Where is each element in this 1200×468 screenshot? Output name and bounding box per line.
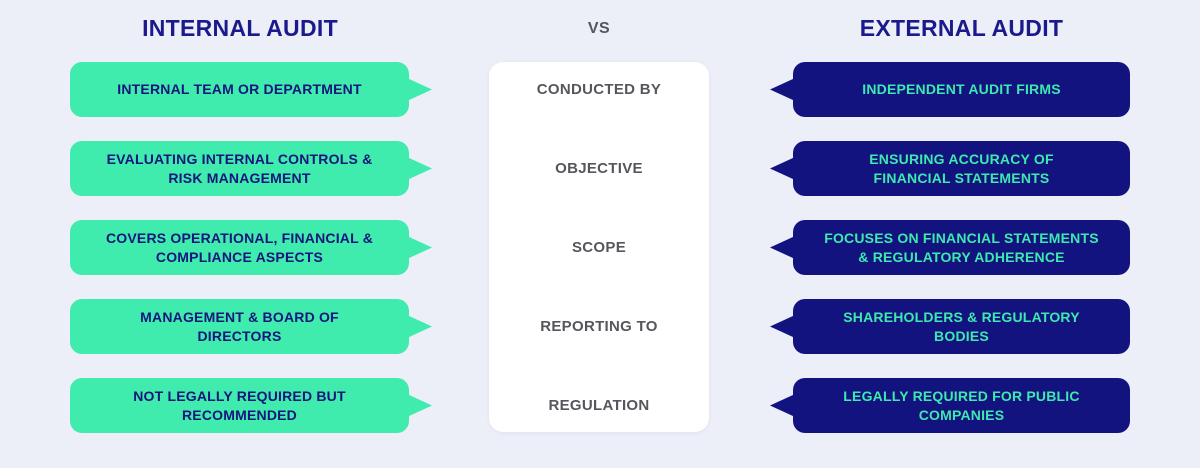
external-bubble-reporting-to: SHAREHOLDERS & REGULATORY BODIES xyxy=(770,299,1130,354)
bubble-text: ENSURING ACCURACY OF FINANCIAL STATEMENT… xyxy=(869,150,1054,186)
external-bubble-objective: ENSURING ACCURACY OF FINANCIAL STATEMENT… xyxy=(770,141,1130,196)
bubble-text: INTERNAL TEAM OR DEPARTMENT xyxy=(117,81,362,97)
bubble-tail-right-icon xyxy=(408,394,432,417)
external-bubble-conducted-by: INDEPENDENT AUDIT FIRMS xyxy=(770,62,1130,117)
category-card xyxy=(489,62,709,432)
bubble-text: EVALUATING INTERNAL CONTROLS & RISK MANA… xyxy=(106,150,373,186)
internal-bubble-conducted-by: INTERNAL TEAM OR DEPARTMENT xyxy=(70,62,432,117)
category-label-regulation: REGULATION xyxy=(548,397,650,414)
external-audit-title: EXTERNAL AUDIT xyxy=(859,15,1064,41)
category-label-reporting-to: REPORTING TO xyxy=(540,318,658,335)
category-label-objective: OBJECTIVE xyxy=(555,160,643,177)
internal-bubble-scope: COVERS OPERATIONAL, FINANCIAL & COMPLIAN… xyxy=(70,220,432,275)
bubble-text: MANAGEMENT & BOARD OF DIRECTORS xyxy=(140,308,339,344)
internal-bubble-reporting-to: MANAGEMENT & BOARD OF DIRECTORS xyxy=(70,299,432,354)
bubble-text: FOCUSES ON FINANCIAL STATEMENTS & REGULA… xyxy=(824,229,1099,265)
external-bubble-scope: FOCUSES ON FINANCIAL STATEMENTS & REGULA… xyxy=(770,220,1130,275)
internal-audit-title: INTERNAL AUDIT xyxy=(142,15,338,41)
bubble-tail-left-icon xyxy=(770,394,794,417)
category-label-scope: SCOPE xyxy=(571,239,626,256)
bubble-text: INDEPENDENT AUDIT FIRMS xyxy=(862,81,1061,97)
internal-bubble-objective: EVALUATING INTERNAL CONTROLS & RISK MANA… xyxy=(70,141,432,196)
bubble-text: LEGALLY REQUIRED FOR PUBLIC COMPANIES xyxy=(843,387,1080,423)
bubble-tail-left-icon xyxy=(770,157,794,180)
internal-bubble-regulation: NOT LEGALLY REQUIRED BUT RECOMMENDED xyxy=(70,378,432,433)
bubble-tail-right-icon xyxy=(408,315,432,338)
vs-label: VS xyxy=(587,20,611,37)
bubble-tail-right-icon xyxy=(408,236,432,259)
external-bubble-regulation: LEGALLY REQUIRED FOR PUBLIC COMPANIES xyxy=(770,378,1130,433)
bubble-text: SHAREHOLDERS & REGULATORY BODIES xyxy=(843,308,1080,344)
bubble-text: COVERS OPERATIONAL, FINANCIAL & COMPLIAN… xyxy=(105,229,374,265)
bubble-tail-left-icon xyxy=(770,78,794,101)
category-label-conducted-by: CONDUCTED BY xyxy=(536,81,662,98)
bubble-tail-left-icon xyxy=(770,315,794,338)
bubble-tail-right-icon xyxy=(408,78,432,101)
bubble-text: NOT LEGALLY REQUIRED BUT RECOMMENDED xyxy=(133,387,346,423)
bubble-tail-left-icon xyxy=(770,236,794,259)
bubble-tail-right-icon xyxy=(408,157,432,180)
